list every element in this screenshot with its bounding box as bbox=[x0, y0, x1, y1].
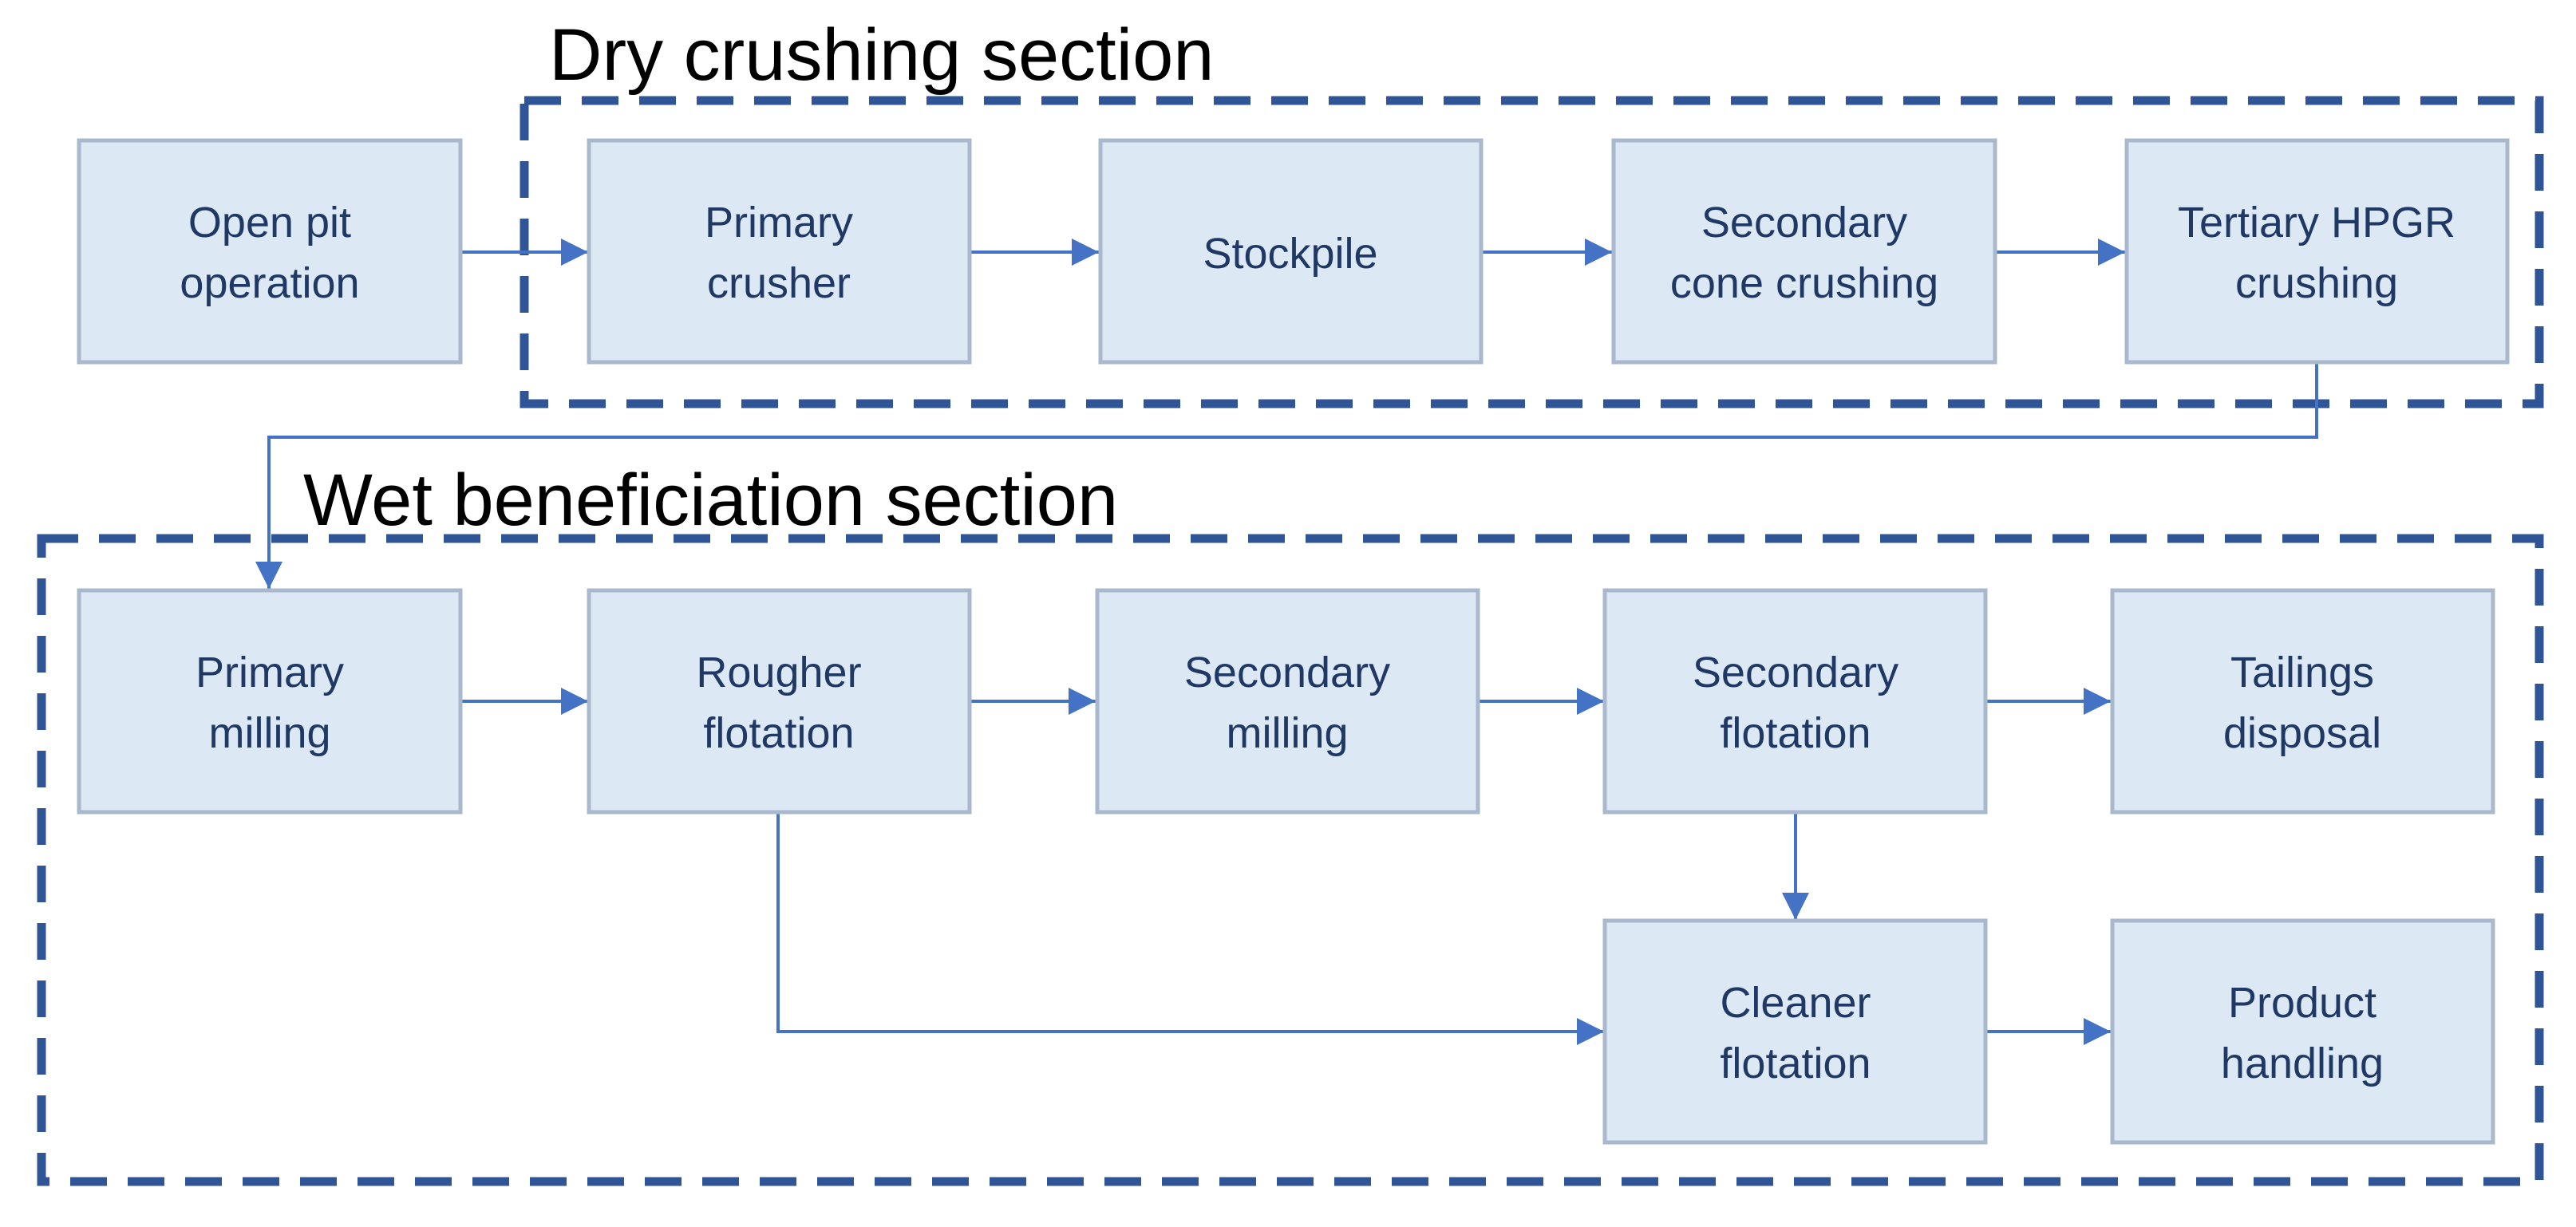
node-label: flotation bbox=[703, 709, 854, 757]
node-box bbox=[2110, 588, 2495, 815]
node-secondary-milling: Secondary milling bbox=[1095, 588, 1480, 815]
node-box bbox=[2124, 138, 2510, 365]
node-label: Cleaner bbox=[1720, 979, 1871, 1027]
node-label: crusher bbox=[707, 259, 851, 307]
node-label: disposal bbox=[2223, 709, 2381, 757]
node-box bbox=[77, 588, 463, 815]
node-label: Secondary bbox=[1184, 649, 1390, 696]
node-secondary-cone-crushing: Secondary cone crushing bbox=[1611, 138, 1997, 365]
node-rougher-flotation: Rougher flotation bbox=[587, 588, 972, 815]
node-label: Tertiary HPGR bbox=[2178, 199, 2455, 247]
node-label: flotation bbox=[1720, 1040, 1871, 1087]
node-box bbox=[1602, 588, 1988, 815]
node-primary-crusher: Primary crusher bbox=[587, 138, 972, 365]
node-open-pit-operation: Open pit operation bbox=[77, 138, 463, 365]
node-box bbox=[77, 138, 463, 365]
node-label: Secondary bbox=[1693, 649, 1898, 696]
node-box bbox=[1095, 588, 1480, 815]
node-tailings-disposal: Tailings disposal bbox=[2110, 588, 2495, 815]
flow-connectors bbox=[255, 239, 2318, 1045]
wet-beneficiation-section-title: Wet beneficiation section bbox=[303, 460, 1118, 541]
node-label: Product bbox=[2228, 979, 2376, 1027]
node-label: Primary bbox=[705, 199, 853, 247]
node-product-handling: Product handling bbox=[2110, 918, 2495, 1145]
node-label: handling bbox=[2221, 1040, 2384, 1087]
node-primary-milling: Primary milling bbox=[77, 588, 463, 815]
node-box bbox=[1602, 918, 1988, 1145]
edge-rougher-flotation-to-cleaner-flotation bbox=[776, 813, 1604, 1045]
node-label: crushing bbox=[2235, 259, 2398, 307]
node-box bbox=[587, 138, 972, 365]
node-secondary-flotation: Secondary flotation bbox=[1602, 588, 1988, 815]
node-tertiary-hpgr-crushing: Tertiary HPGR crushing bbox=[2124, 138, 2510, 365]
node-box bbox=[587, 588, 972, 815]
node-box bbox=[1611, 138, 1997, 365]
node-box bbox=[1098, 138, 1484, 365]
node-cleaner-flotation: Cleaner flotation bbox=[1602, 918, 1988, 1145]
node-label: milling bbox=[208, 709, 330, 757]
node-stockpile: Stockpile bbox=[1098, 138, 1484, 365]
edge-tertiary-hpgr-to-primary-milling bbox=[255, 363, 2318, 589]
dry-crushing-section-title: Dry crushing section bbox=[549, 14, 1214, 96]
node-label: operation bbox=[180, 259, 359, 307]
node-label: flotation bbox=[1720, 709, 1871, 757]
node-label: Stockpile bbox=[1203, 230, 1377, 278]
node-label: Primary bbox=[196, 649, 344, 696]
node-label: milling bbox=[1226, 709, 1348, 757]
node-label: Open pit bbox=[188, 199, 351, 247]
node-label: Rougher bbox=[696, 649, 861, 696]
wet-beneficiation-section-frame bbox=[37, 534, 2544, 1186]
node-label: Tailings bbox=[2230, 649, 2374, 696]
node-label: cone crushing bbox=[1670, 259, 1938, 307]
node-box bbox=[2110, 918, 2495, 1145]
node-label: Secondary bbox=[1701, 199, 1907, 247]
